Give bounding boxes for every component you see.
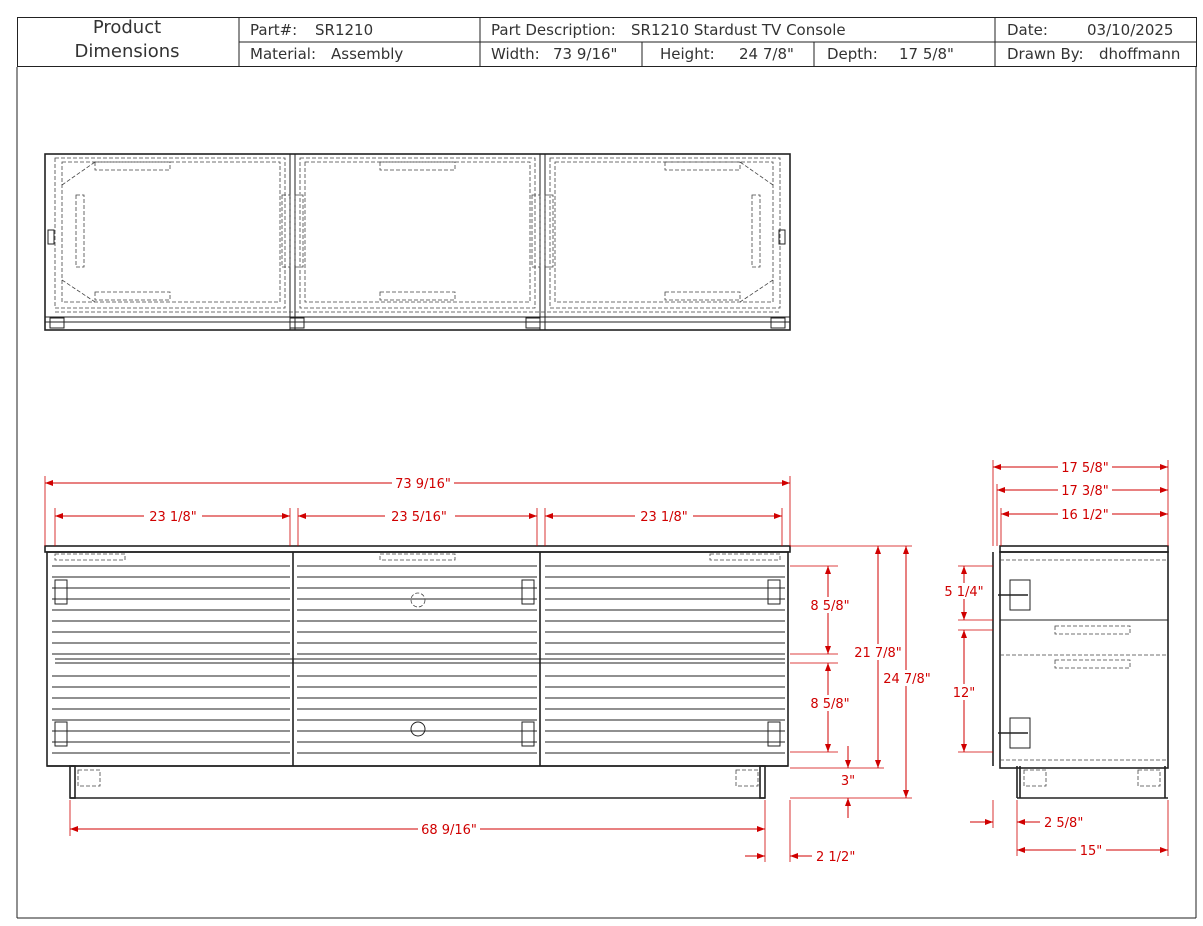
dim-leg-inset: 2 1/2": [816, 850, 855, 865]
width-label: Width:: [491, 45, 540, 63]
dim-right-section: 23 1/8": [640, 510, 688, 525]
height-value: 24 7/8": [739, 45, 794, 63]
height-label: Height:: [660, 45, 715, 63]
date-label: Date:: [1007, 21, 1048, 39]
title-block: Product Dimensions Part#: SR1210 Materia…: [17, 17, 1197, 67]
drawn-by-value: dhoffmann: [1099, 45, 1181, 63]
dim-leg-height: 3": [841, 774, 855, 789]
dim-overall-height: 24 7/8": [883, 672, 931, 687]
dim-side-leg-span: 15": [1080, 844, 1103, 859]
drawn-by-label: Drawn By:: [1007, 45, 1084, 63]
dim-drawer-upper: 8 5/8": [810, 599, 849, 614]
dim-overall-width: 73 9/16": [395, 477, 451, 492]
dim-leg-span: 68 9/16": [421, 823, 477, 838]
title-block-grid: [17, 17, 1197, 67]
material-value: Assembly: [331, 45, 404, 63]
width-value: 73 9/16": [553, 45, 618, 63]
dim-cabinet-height: 21 7/8": [854, 646, 902, 661]
top-view: [44, 153, 791, 331]
description-value: SR1210 Stardust TV Console: [631, 21, 846, 39]
front-view: [44, 545, 791, 799]
material-label: Material:: [250, 45, 316, 63]
description-label: Part Description:: [491, 21, 616, 39]
dim-middle-section: 23 5/16": [391, 510, 447, 525]
dim-left-section: 23 1/8": [149, 510, 197, 525]
dim-depth-inner: 17 3/8": [1061, 484, 1109, 499]
depth-value: 17 5/8": [899, 45, 954, 63]
title-line-1: Product: [92, 17, 162, 38]
dim-depth-box: 16 1/2": [1061, 508, 1109, 523]
side-view: [992, 545, 1169, 799]
front-slats: [52, 565, 785, 754]
dim-side-upper: 5 1/4": [944, 585, 983, 600]
title-line-2: Dimensions: [74, 41, 180, 62]
dim-depth-overall: 17 5/8": [1061, 461, 1109, 476]
dim-side-lower: 12": [953, 686, 976, 701]
date-value: 03/10/2025: [1087, 21, 1174, 39]
dim-side-leg-inset: 2 5/8": [1044, 816, 1083, 831]
part-value: SR1210: [315, 21, 374, 39]
depth-label: Depth:: [827, 45, 878, 63]
part-label: Part#:: [250, 21, 298, 39]
dim-drawer-lower: 8 5/8": [810, 697, 849, 712]
dimension-annotations: 73 9/16" 23 1/8" 23 5/16" 23 1/8" 68 9/1…: [44, 459, 1169, 865]
